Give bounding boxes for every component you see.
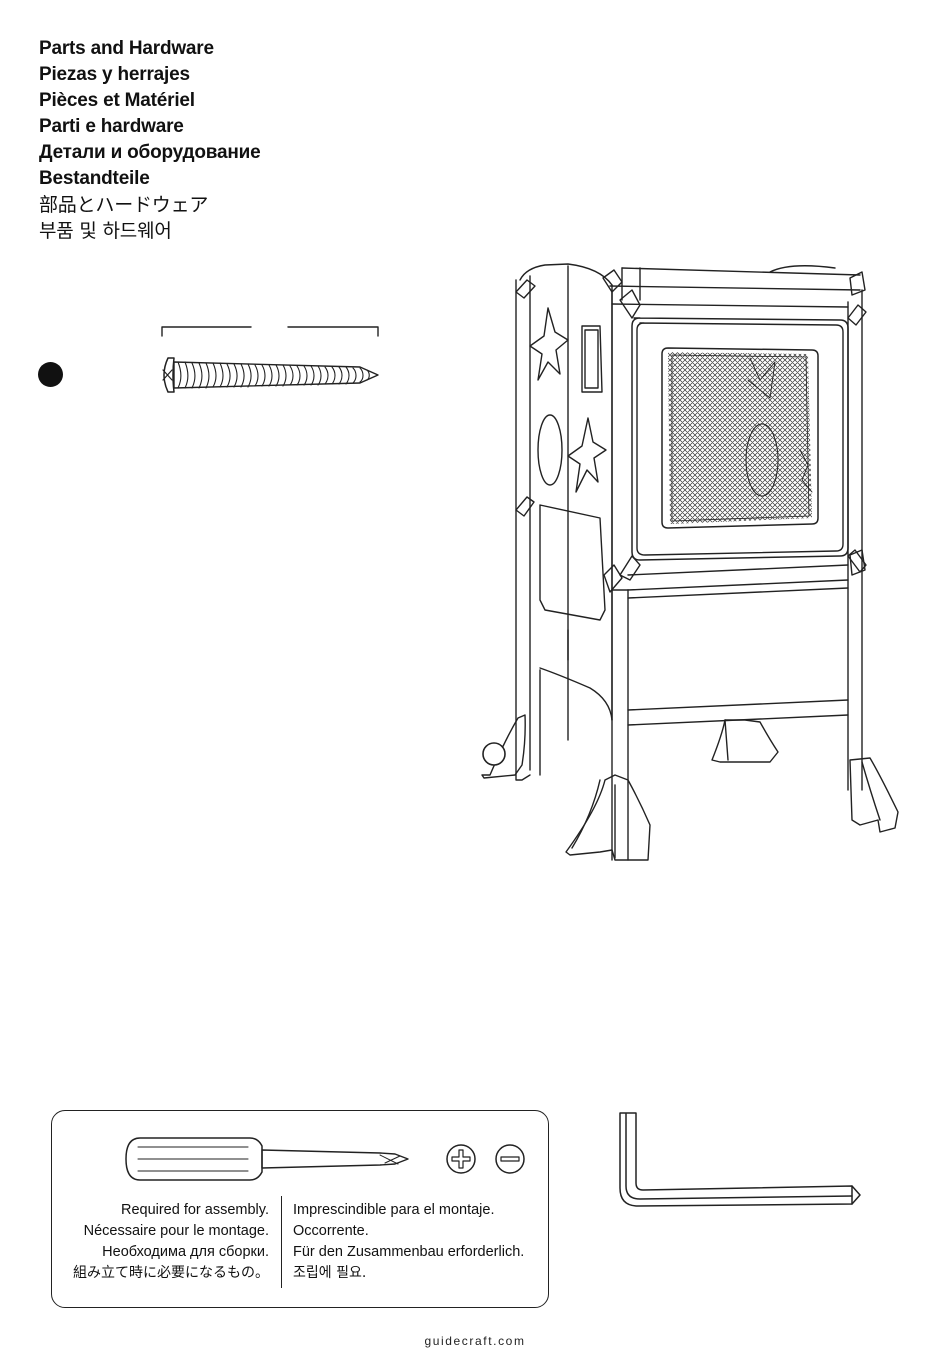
part-callout-circle bbox=[482, 742, 506, 766]
screw-icon bbox=[162, 357, 379, 393]
required-italian: Occorrente. bbox=[293, 1223, 369, 1239]
flat-head-icon bbox=[495, 1144, 525, 1174]
required-japanese: 組み立て時に必要になるもの。 bbox=[73, 1265, 269, 1281]
title-japanese: 部品とハードウェア bbox=[39, 194, 209, 216]
allen-key-icon bbox=[619, 1112, 861, 1207]
required-korean: 조립에 필요. bbox=[293, 1265, 367, 1281]
required-russian: Необходима для сборки. bbox=[102, 1244, 269, 1260]
screw-length-bracket bbox=[161, 326, 379, 337]
required-tools-box bbox=[51, 1110, 549, 1308]
screw-marker-dot bbox=[38, 362, 63, 387]
title-german: Bestandteile bbox=[39, 168, 150, 189]
title-english: Parts and Hardware bbox=[39, 38, 214, 59]
learning-tower-drawing bbox=[481, 263, 899, 861]
screwdriver-icon bbox=[125, 1137, 409, 1181]
title-spanish: Piezas y herrajes bbox=[39, 64, 190, 85]
required-german: Für den Zusammenbau erforderlich. bbox=[293, 1244, 525, 1260]
title-italian: Parti e hardware bbox=[39, 116, 184, 137]
title-french: Pièces et Matériel bbox=[39, 90, 195, 111]
required-tools-text-left: Required for assembly. Nécessaire pour l… bbox=[73, 1200, 269, 1284]
text-divider bbox=[281, 1196, 282, 1288]
title-list: Parts and Hardware Piezas y herrajes Piè… bbox=[39, 36, 261, 244]
title-russian: Детали и оборудование bbox=[39, 142, 261, 163]
required-french: Nécessaire pour le montage. bbox=[83, 1223, 269, 1239]
required-english: Required for assembly. bbox=[120, 1202, 269, 1218]
title-korean: 부품 및 하드웨어 bbox=[39, 220, 172, 242]
footer-website: guidecraft.com bbox=[424, 1334, 526, 1348]
required-tools-text-right: Imprescindible para el montaje. Occorren… bbox=[293, 1200, 524, 1284]
required-spanish: Imprescindible para el montaje. bbox=[293, 1202, 495, 1218]
phillips-head-icon bbox=[446, 1144, 476, 1174]
